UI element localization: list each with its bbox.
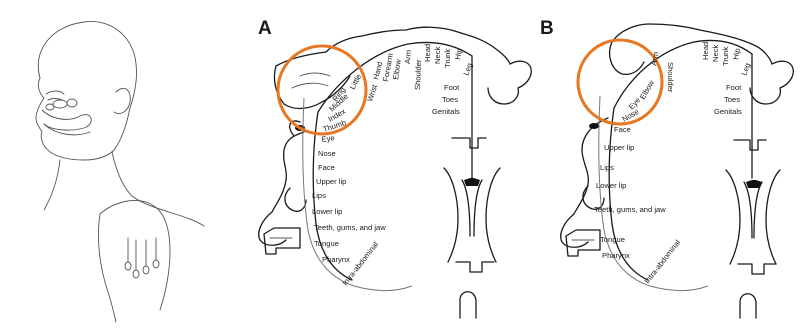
label-b-lower-lip: Lower lip: [596, 181, 626, 190]
label-nose: Nose: [318, 149, 336, 158]
hand-sketch: [98, 200, 170, 322]
label-eye: Eye: [321, 133, 335, 144]
label-b-upper-lip: Upper lip: [604, 143, 634, 152]
label-b-neck: Neck: [711, 44, 720, 62]
label-b-leg: Leg: [739, 62, 752, 77]
label-tongue: Tongue: [314, 239, 339, 248]
label-b-face: Face: [614, 125, 631, 134]
label-b-teeth: Teeth, gums, and jaw: [594, 205, 666, 214]
label-hip: Hip: [453, 48, 464, 61]
label-wrist: Wrist: [365, 83, 379, 103]
face-sketch: [36, 21, 204, 226]
panel-letter-b: B: [540, 18, 554, 39]
label-b-head: Head: [701, 42, 710, 60]
label-shoulder: Shoulder: [413, 59, 423, 90]
panel-letter-a: A: [258, 18, 272, 39]
label-b-foot: Foot: [726, 83, 742, 92]
label-b-elbow: Elbow: [638, 78, 656, 101]
label-b-tongue: Tongue: [600, 235, 625, 244]
label-b-hip: Hip: [731, 48, 742, 61]
label-face: Face: [318, 163, 335, 172]
label-b-lips: Lips: [600, 163, 614, 172]
label-b-shoulder: Shoulder: [666, 62, 675, 93]
label-lower-lip: Lower lip: [312, 207, 342, 216]
label-neck: Neck: [433, 46, 442, 64]
label-foot: Foot: [444, 83, 460, 92]
label-toes: Toes: [442, 95, 458, 104]
label-b-genitals: Genitals: [714, 107, 742, 116]
label-lips: Lips: [312, 191, 326, 200]
label-genitals: Genitals: [432, 107, 460, 116]
panel-b: B Arm Shoulder Head Neck Trunk Hip Le: [540, 18, 793, 318]
label-b-trunk: Trunk: [721, 47, 730, 66]
label-head: Head: [423, 44, 432, 62]
label-pharynx: Pharynx: [322, 255, 350, 264]
panel-a: A Wrist Hand Forearm Elbow: [258, 18, 531, 318]
label-b-pharynx: Pharynx: [602, 251, 630, 260]
label-trunk: Trunk: [443, 49, 452, 68]
label-arm: Arm: [403, 50, 413, 65]
label-b-toes: Toes: [724, 95, 740, 104]
label-elbow: Elbow: [391, 58, 403, 80]
label-teeth: Teeth, gums, and jaw: [314, 223, 386, 232]
label-upper-lip: Upper lip: [316, 177, 346, 186]
label-b-intra-abdominal: Intra-abdominal: [642, 238, 682, 285]
